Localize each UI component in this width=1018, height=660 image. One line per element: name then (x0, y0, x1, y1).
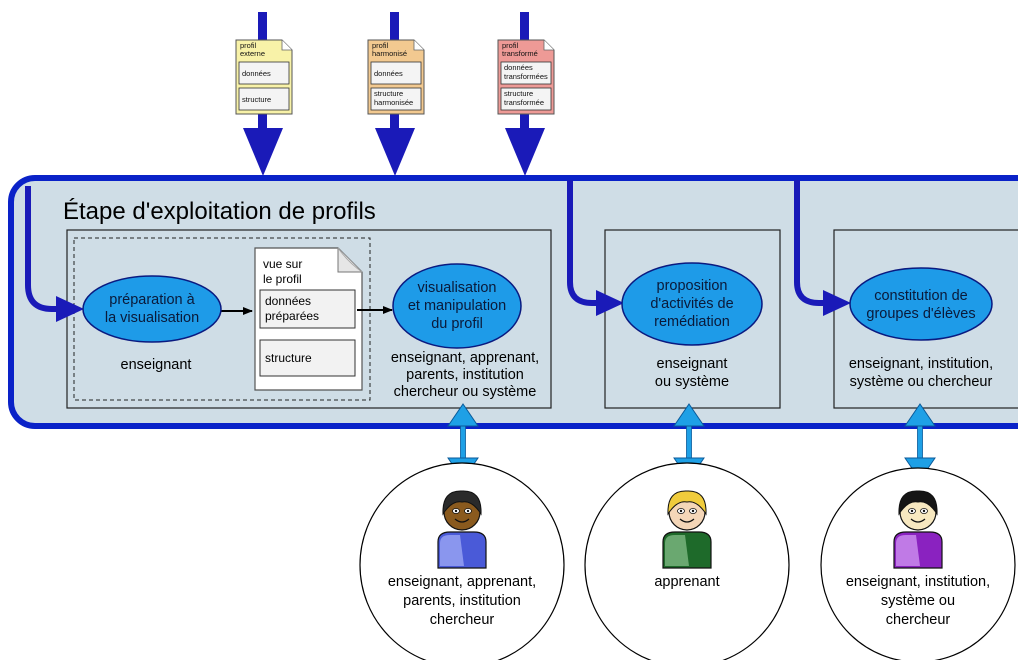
person-hair (442, 490, 482, 516)
remediation-actors-line-2: ou système (655, 374, 729, 390)
view-profile-document: vue sur le profil données préparées stru… (254, 247, 363, 391)
viz-ellipse: visualisation et manipulation du profil (392, 263, 522, 349)
person-hair (898, 490, 938, 516)
bidirectional-arrow-head-up (447, 403, 479, 427)
remediation-actors-line-1: enseignant (657, 356, 728, 372)
remediation-ellipse-line-2: d'activités de (650, 296, 733, 312)
flow-arrow-prep (25, 186, 84, 322)
input-doc-field-text: transformée (504, 98, 544, 107)
person-body-highlight (665, 535, 689, 566)
person-mouth (454, 518, 470, 523)
person-mouth (910, 518, 926, 523)
input-doc-fold (543, 40, 554, 51)
viz-actors-line-3: chercheur ou système (394, 384, 537, 400)
input-doc-field (370, 61, 422, 85)
band-title: Étape d'exploitation de profils (63, 198, 376, 225)
input-doc-field (370, 87, 422, 111)
person-pupil-right (691, 509, 695, 513)
viz-actors-line-1: enseignant, apprenant, (391, 350, 539, 366)
groups-ellipse-line-1: constitution de (874, 288, 968, 304)
prep-ellipse-line-1: préparation à (109, 292, 195, 308)
input-doc-field-text: harmonisée (374, 98, 413, 107)
user-circle-3: enseignant, institution, système ou cherch… (820, 467, 1016, 660)
viz-ellipse-line-2: et manipulation (408, 298, 506, 314)
user-label-line: chercheur (886, 612, 951, 628)
remediation-ellipse-line-3: remédiation (654, 314, 730, 330)
user-label-line: enseignant, apprenant, (388, 574, 536, 590)
person-body-highlight (896, 535, 920, 566)
input-doc-header-line: profil (240, 41, 257, 50)
input-doc-field-text: données (242, 69, 271, 78)
person-hair (667, 490, 707, 516)
input-doc-field-text: structure (504, 89, 533, 98)
input-doc-fold (281, 40, 292, 51)
view-doc-field-data-line-1: données (265, 294, 311, 308)
input-doc-header-line: transformé (502, 49, 538, 58)
user-label-line: parents, institution (403, 593, 521, 609)
bidirectional-arrow-head-up (904, 403, 936, 427)
person-blond-icon (662, 490, 712, 569)
user-label-line: apprenant (654, 574, 719, 590)
prep-ellipse: préparation à la visualisation (82, 275, 222, 343)
remediation-ellipse-line-1: proposition (657, 278, 728, 294)
input-doc-field (238, 61, 290, 85)
person-pupil-left (454, 509, 458, 513)
person-dark-hair-icon (893, 490, 943, 569)
input-doc-header-line: profil (372, 41, 389, 50)
input-doc-header-line: profil (502, 41, 519, 50)
input-doc-field (238, 87, 290, 111)
input-doc-field-text: structure (374, 89, 403, 98)
input-doc-field (500, 87, 552, 111)
view-doc-field-structure (259, 339, 356, 377)
input-doc-header-line: harmonisé (372, 49, 407, 58)
groups-ellipse-line-2: groupes d'élèves (866, 306, 975, 322)
view-doc-field-data-line-2: préparées (265, 309, 319, 323)
input-doc-fold (413, 40, 424, 51)
prep-ellipse-line-2: la visualisation (105, 310, 199, 326)
person-mouth (679, 518, 695, 523)
flow-arrow-groups (794, 180, 851, 316)
preparation-dashed-box (73, 237, 371, 401)
person-pupil-right (922, 509, 926, 513)
view-doc-header-line-1: vue sur (263, 257, 302, 271)
input-doc-header-line: externe (240, 49, 265, 58)
input-doc-field (500, 61, 552, 85)
user-label-line: enseignant, institution, (846, 574, 990, 590)
groups-ellipse: constitution de groupes d'élèves (849, 267, 993, 341)
viz-ellipse-line-3: du profil (431, 316, 483, 332)
user-label-line: système ou (881, 593, 955, 609)
user-label-line: chercheur (430, 612, 495, 628)
prep-actor-label: enseignant (121, 357, 192, 373)
view-doc-field-data (259, 289, 356, 329)
person-body-highlight (440, 535, 464, 566)
input-doc-field-text: données (504, 63, 533, 72)
view-doc-header-line-2: le profil (263, 272, 302, 286)
person-pupil-right (466, 509, 470, 513)
user-circle-1: enseignant, apprenant, parents, instituti… (359, 462, 565, 660)
viz-actors-line-2: parents, institution (406, 367, 524, 383)
person-pupil-left (910, 509, 914, 513)
remediation-ellipse: proposition d'activités de remédiation (621, 262, 763, 346)
input-doc-field-text: structure (242, 95, 271, 104)
person-dark-skin-icon (437, 490, 487, 569)
flow-arrow-remediation (567, 180, 624, 316)
groups-actors-line-2: système ou chercheur (850, 374, 993, 390)
bidirectional-arrow-head-up (673, 403, 705, 427)
input-doc-field-text: transformées (504, 72, 548, 81)
viz-ellipse-line-1: visualisation (418, 280, 497, 296)
person-pupil-left (679, 509, 683, 513)
user-circle-2: apprenant (584, 462, 790, 660)
view-doc-field-structure-line-1: structure (265, 351, 312, 365)
groups-actors-line-1: enseignant, institution, (849, 356, 993, 372)
input-doc-field-text: données (374, 69, 403, 78)
